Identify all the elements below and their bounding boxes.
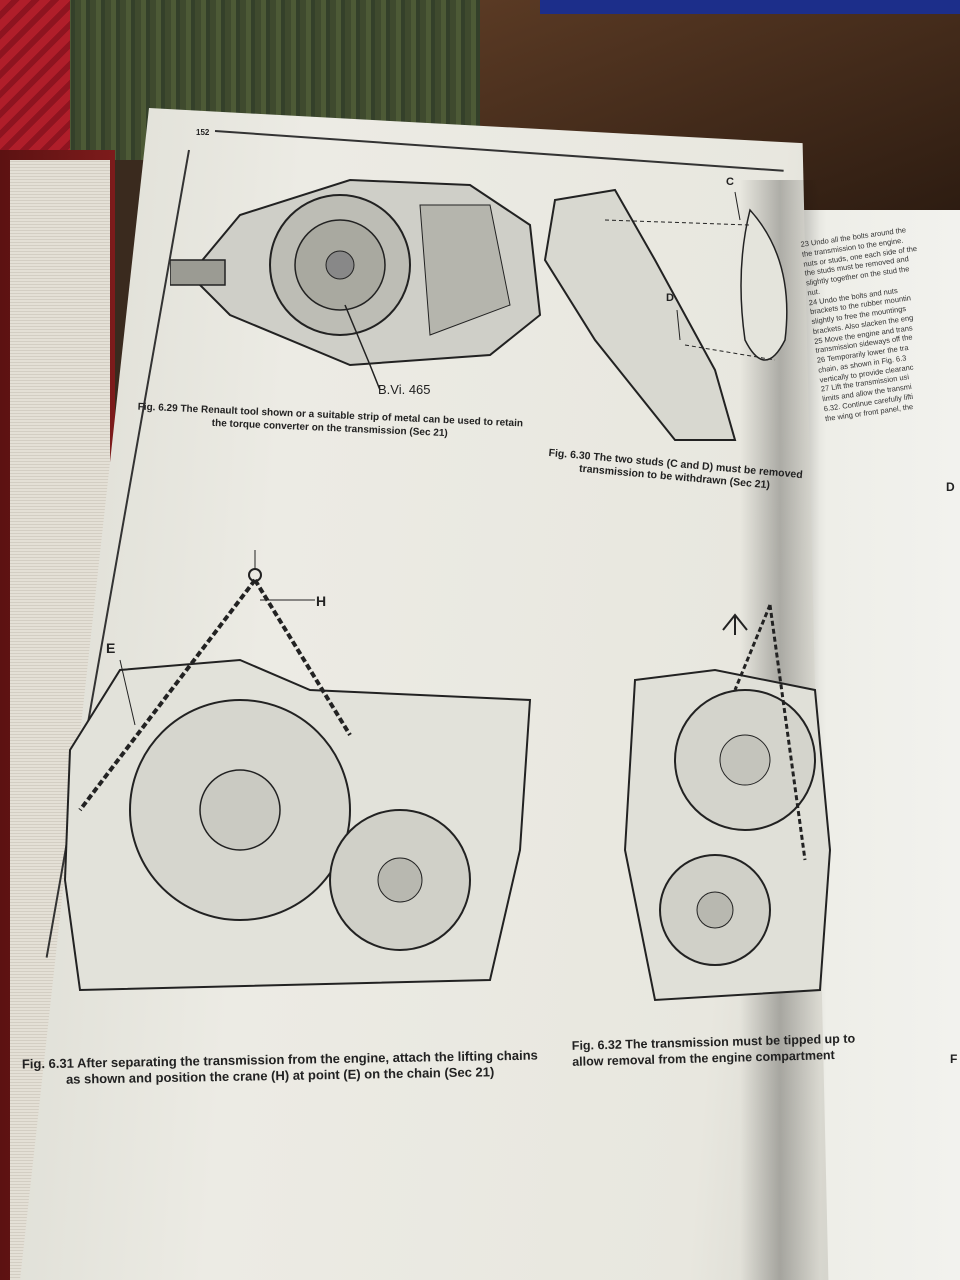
label-d: D [666, 292, 674, 304]
tool-label: B.Vi. 465 [378, 382, 431, 397]
studs-illustration [543, 188, 788, 441]
label-e: E [106, 640, 116, 656]
background-blue-object [540, 0, 960, 14]
label-h: H [316, 593, 327, 609]
right-page-text: 23 Undo all the bolts around the the tra… [800, 216, 960, 423]
right-page-label-fragment: D [946, 480, 955, 494]
background-red-cloth [0, 0, 70, 170]
right-page-caption-fragment: F [950, 1052, 958, 1066]
transmission-illustration [170, 178, 542, 391]
lifting-chain-illustration [63, 550, 532, 992]
label-c: C [726, 176, 734, 188]
page-number: 152 [196, 128, 210, 137]
tipped-transmission-illustration [623, 604, 832, 1002]
